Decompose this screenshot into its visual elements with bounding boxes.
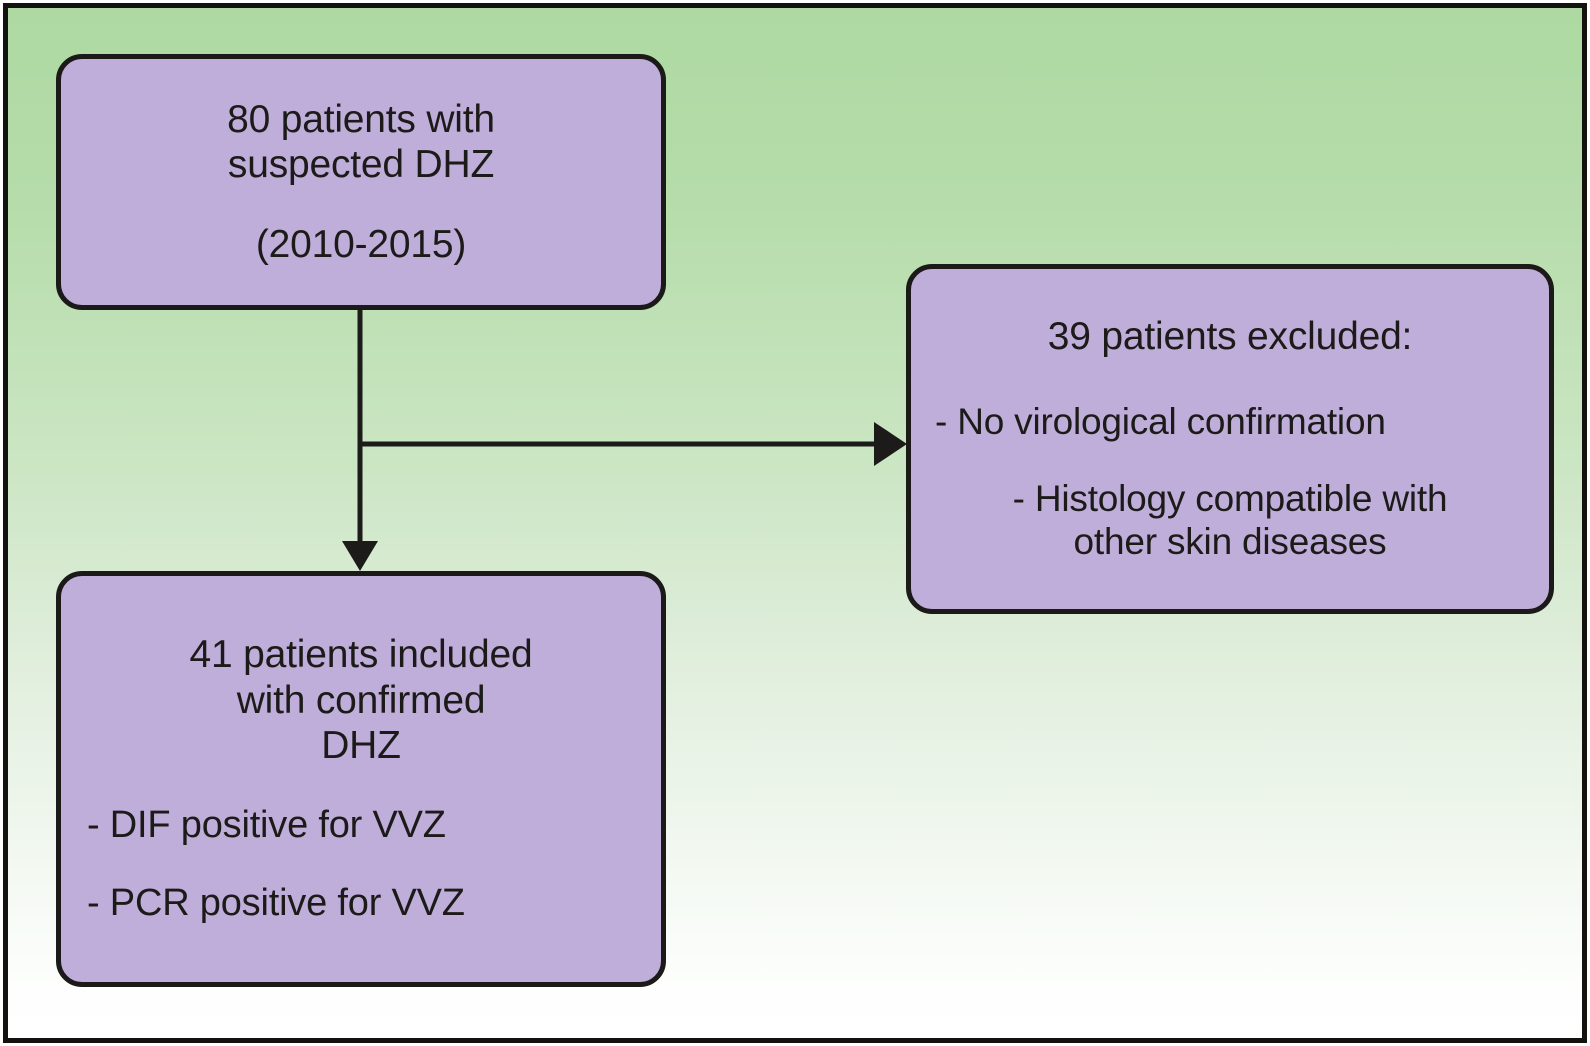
included-heading-line-3: DHZ [321, 724, 401, 768]
spacer [935, 360, 1525, 400]
node-excluded-patients[interactable]: 39 patients excluded: - No virological c… [906, 264, 1554, 614]
included-criterion-2: - PCR positive for VVZ [87, 882, 465, 925]
spacer [935, 443, 1525, 477]
spacer [87, 188, 635, 222]
spacer [87, 769, 635, 803]
excluded-heading: 39 patients excluded: [1047, 315, 1413, 359]
included-criterion-1: - DIF positive for VVZ [87, 803, 446, 846]
excluded-reason-2-line-1: - Histology compatible with [1012, 478, 1448, 520]
suspected-heading-line-2: suspected DHZ [227, 143, 495, 187]
node-included-patients[interactable]: 41 patients included with confirmed DHZ … [56, 571, 666, 987]
arrowhead-right-icon [874, 422, 907, 466]
arrowhead-down-icon [342, 541, 378, 571]
included-heading-line-1: 41 patients included [189, 633, 533, 677]
suspected-heading-line-1: 80 patients with [227, 97, 495, 141]
suspected-period: (2010-2015) [255, 222, 467, 266]
excluded-reason-1: - No virological confirmation [935, 400, 1386, 442]
excluded-reason-2-line-2: other skin diseases [1073, 521, 1387, 563]
spacer [87, 847, 635, 881]
included-heading-line-2: with confirmed [236, 678, 486, 722]
figure-frame: 80 patients with suspected DHZ (2010-201… [3, 3, 1587, 1043]
node-suspected-patients[interactable]: 80 patients with suspected DHZ (2010-201… [56, 54, 666, 310]
